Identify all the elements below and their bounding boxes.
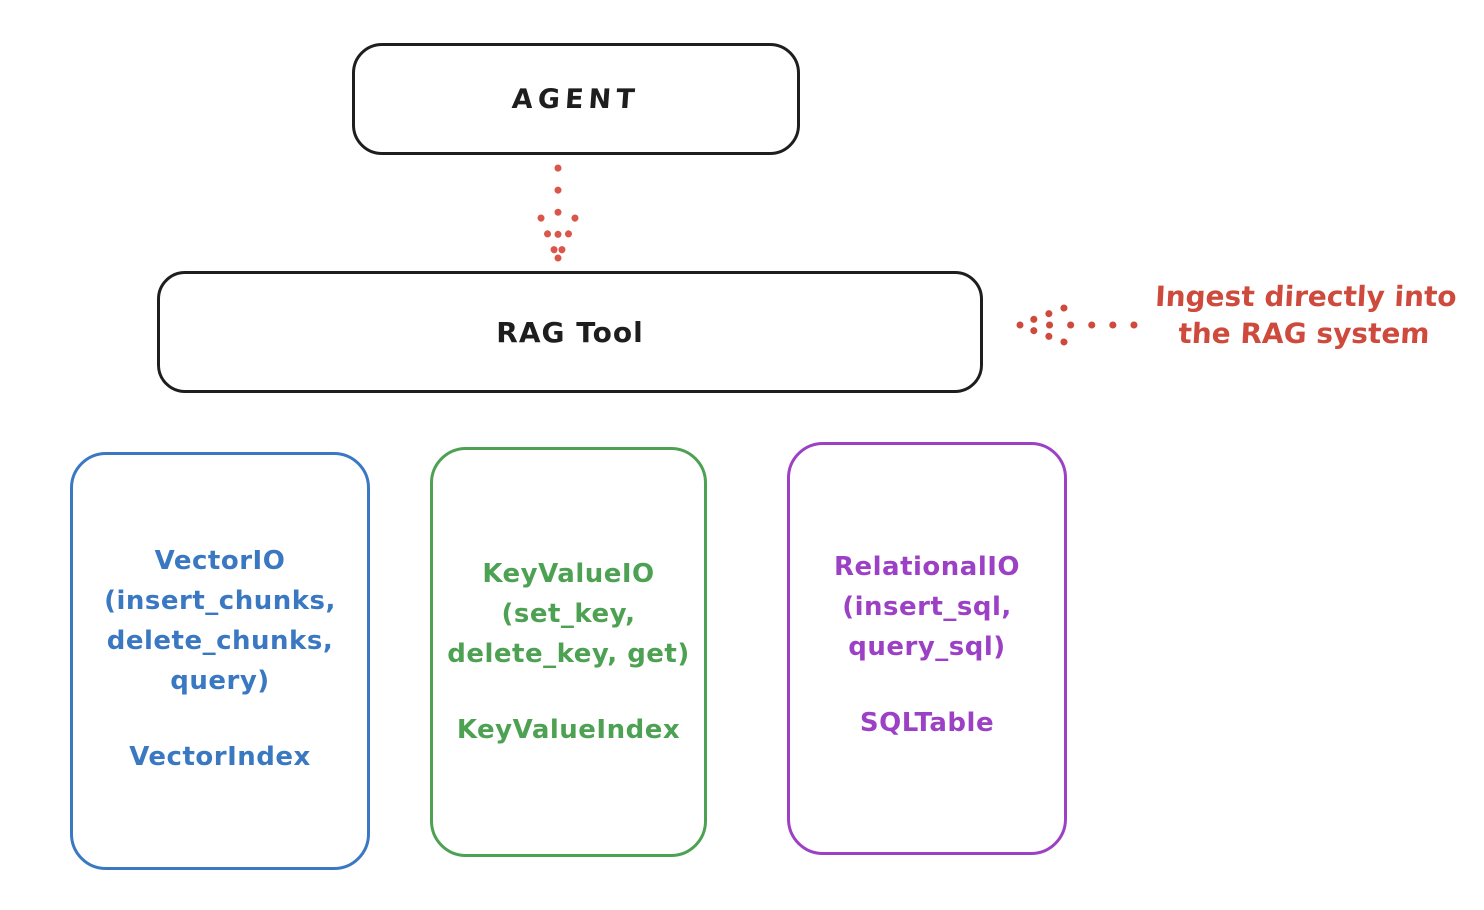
sql-table-label: SQLTable [859, 708, 995, 738]
agent-box-label: AGENT [511, 83, 641, 115]
vector-index-label: VectorIndex [129, 742, 311, 772]
spacer [790, 667, 1064, 703]
vector-io-box: VectorIO (insert_chunks, delete_chunks, … [70, 452, 370, 870]
keyvalue-io-box: KeyValueIO (set_key, delete_key, get) Ke… [430, 447, 707, 857]
relational-io-box: RelationalIO (insert_sql, query_sql) SQL… [787, 442, 1067, 855]
keyvalue-io-box-content: KeyValueIO (set_key, delete_key, get) Ke… [433, 450, 704, 750]
ingest-annotation-line1: Ingest directly into [1154, 280, 1458, 313]
spacer [73, 701, 367, 737]
dotted-arrow-down-icon [537, 164, 579, 262]
dotted-arrow-left-icon [1016, 304, 1138, 346]
ingest-annotation: Ingest directly into the RAG system [1138, 278, 1472, 352]
relational-io-methods-line1: (insert_sql, [842, 592, 1012, 622]
relational-io-box-content: RelationalIO (insert_sql, query_sql) SQL… [790, 445, 1064, 743]
rag-tool-box-label: RAG Tool [496, 315, 644, 349]
relational-io-methods-line2: query_sql) [848, 632, 1006, 662]
keyvalue-io-methods-line1: (set_key, [501, 599, 636, 629]
vector-io-methods-line3: query) [170, 666, 270, 696]
vector-io-title: VectorIO [154, 546, 286, 576]
agent-box: AGENT [352, 43, 800, 155]
keyvalue-io-title: KeyValueIO [482, 559, 655, 589]
keyvalue-io-methods-line2: delete_key, get) [447, 639, 690, 669]
keyvalue-index-label: KeyValueIndex [456, 715, 681, 745]
vector-io-methods-line1: (insert_chunks, [104, 586, 336, 616]
rag-tool-box: RAG Tool [157, 271, 983, 393]
spacer [433, 674, 704, 710]
vector-io-methods-line2: delete_chunks, [106, 626, 334, 656]
vector-io-box-content: VectorIO (insert_chunks, delete_chunks, … [73, 455, 367, 777]
relational-io-title: RelationalIO [833, 552, 1021, 582]
ingest-annotation-line2: the RAG system [1177, 317, 1431, 350]
